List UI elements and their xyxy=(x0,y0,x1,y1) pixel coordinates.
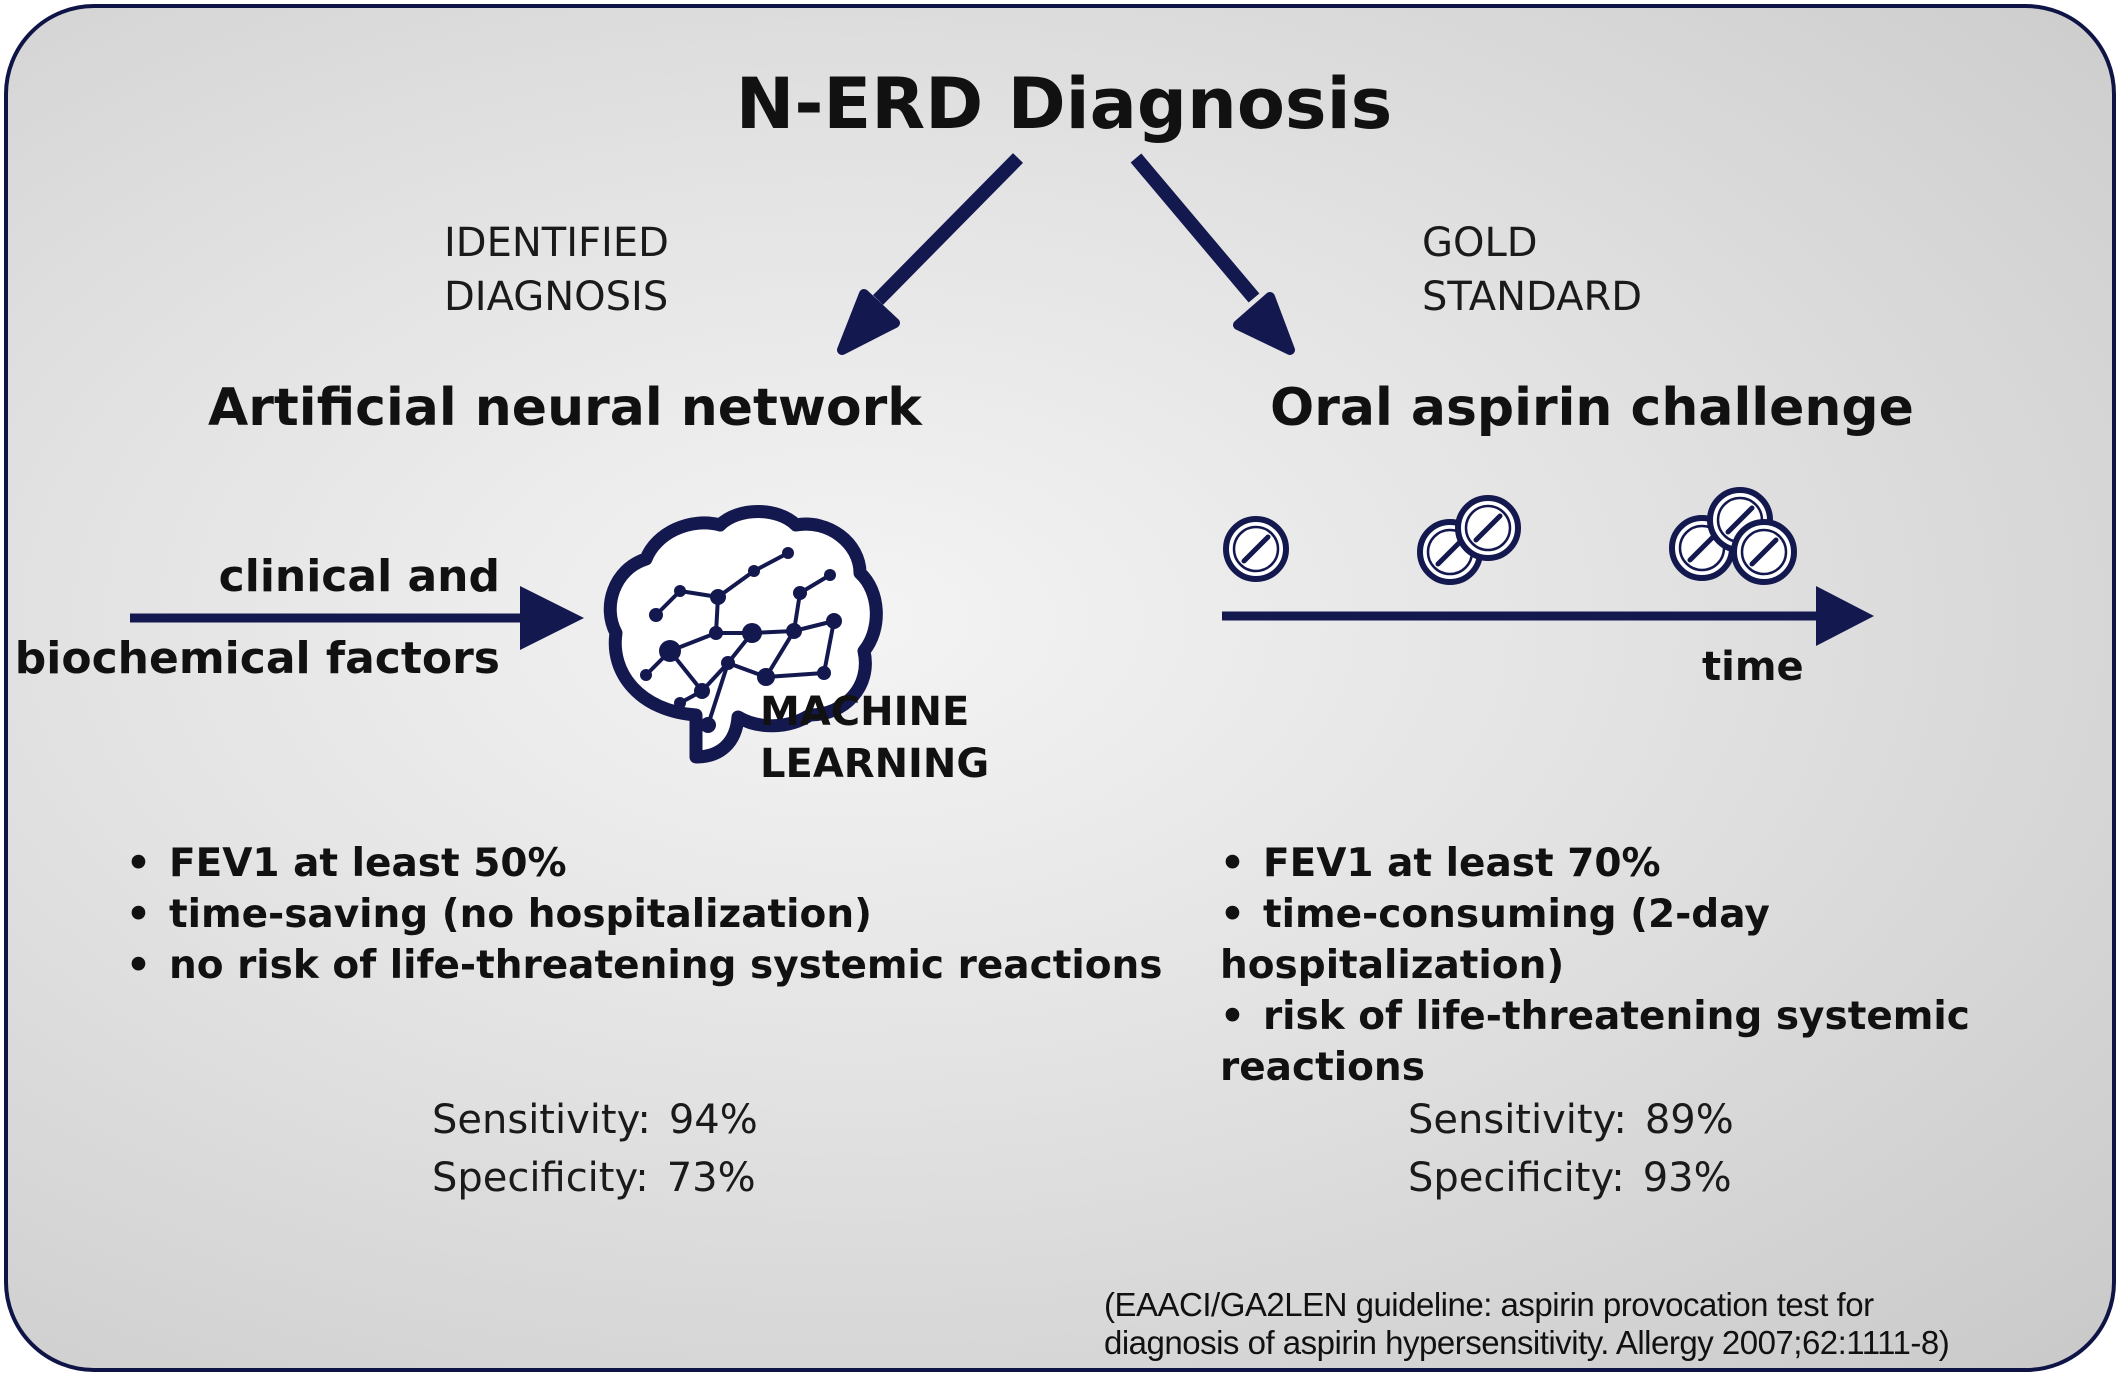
list-item: risk of life-threatening systemic reacti… xyxy=(1220,991,2112,1093)
arrow-right-branch xyxy=(1130,153,1295,355)
list-item: time-saving (no hospitalization) xyxy=(126,889,1163,940)
aspirin-pill-icon xyxy=(1226,519,1286,579)
oac-stats: Sensitivity: 89% Specificity: 93% xyxy=(1408,1091,1734,1207)
specificity-value: 73% xyxy=(666,1155,756,1201)
branch-arrows xyxy=(837,153,1295,355)
aspirin-timeline xyxy=(1222,8,1874,646)
identified-diagnosis-label: IDENTIFIED DIAGNOSIS xyxy=(444,216,669,324)
brain-network-icon xyxy=(603,505,883,764)
upper-label-line: IDENTIFIED xyxy=(444,220,669,266)
oac-heading: Oral aspirin challenge xyxy=(1270,378,1914,438)
list-item: no risk of life-threatening systemic rea… xyxy=(126,940,1163,991)
sensitivity-value: 94% xyxy=(668,1097,758,1143)
sensitivity-label: Sensitivity: xyxy=(432,1097,651,1143)
time-label: time xyxy=(1702,644,1804,690)
upper-label-line: DIAGNOSIS xyxy=(444,274,669,320)
sensitivity-row: Sensitivity: 94% xyxy=(432,1091,758,1149)
aspirin-pill-icon xyxy=(1458,498,1518,558)
aspirin-pill-icon xyxy=(1734,522,1794,582)
input-factors-label: clinical and biochemical factors xyxy=(15,536,500,700)
list-item: FEV1 at least 50% xyxy=(126,838,1163,889)
citation-line: (EAACI/GA2LEN guideline: aspirin provoca… xyxy=(1104,1286,1874,1323)
specificity-value: 93% xyxy=(1642,1155,1732,1201)
sensitivity-value: 89% xyxy=(1644,1097,1734,1143)
ml-line: LEARNING xyxy=(760,741,990,787)
sensitivity-row: Sensitivity: 89% xyxy=(1408,1091,1734,1149)
diagram-title: N-ERD Diagnosis xyxy=(735,63,1393,145)
time-axis-arrowhead xyxy=(1816,586,1874,646)
oac-bullet-list: FEV1 at least 70% time-consuming (2-day … xyxy=(1220,838,2112,1093)
specificity-row: Specificity: 73% xyxy=(432,1149,758,1207)
input-arrow xyxy=(130,586,584,650)
specificity-label: Specificity: xyxy=(1408,1155,1625,1201)
citation-line: diagnosis of aspirin hypersensitivity. A… xyxy=(1104,1324,1950,1361)
diagram-panel: N-ERD Diagnosis IDENTIFIED DIAGNOSIS GOL… xyxy=(4,4,2116,1372)
gold-standard-label: GOLD STANDARD xyxy=(1422,216,1642,324)
arrow-left-branch xyxy=(837,153,1023,355)
factors-line: biochemical factors xyxy=(14,633,500,684)
upper-label-line: STANDARD xyxy=(1422,274,1643,320)
ann-bullet-list: FEV1 at least 50% time-saving (no hospit… xyxy=(126,838,1163,991)
sensitivity-label: Sensitivity: xyxy=(1408,1097,1627,1143)
upper-label-line: GOLD xyxy=(1422,220,1538,266)
specificity-label: Specificity: xyxy=(432,1155,649,1201)
machine-learning-label: MACHINE LEARNING xyxy=(760,686,989,790)
list-item: FEV1 at least 70% xyxy=(1220,838,2112,889)
ann-stats: Sensitivity: 94% Specificity: 73% xyxy=(432,1091,758,1207)
factors-line: clinical and xyxy=(218,551,500,602)
pill-group-dose-1 xyxy=(1226,519,1286,579)
specificity-row: Specificity: 93% xyxy=(1408,1149,1734,1207)
ann-heading: Artificial neural network xyxy=(208,378,922,438)
pill-group-dose-3 xyxy=(1672,490,1794,582)
citation: (EAACI/GA2LEN guideline: aspirin provoca… xyxy=(1104,1286,1950,1362)
list-item: time-consuming (2-day hospitalization) xyxy=(1220,889,2112,991)
ml-line: MACHINE xyxy=(760,689,970,735)
pill-group-dose-2 xyxy=(1420,498,1518,582)
